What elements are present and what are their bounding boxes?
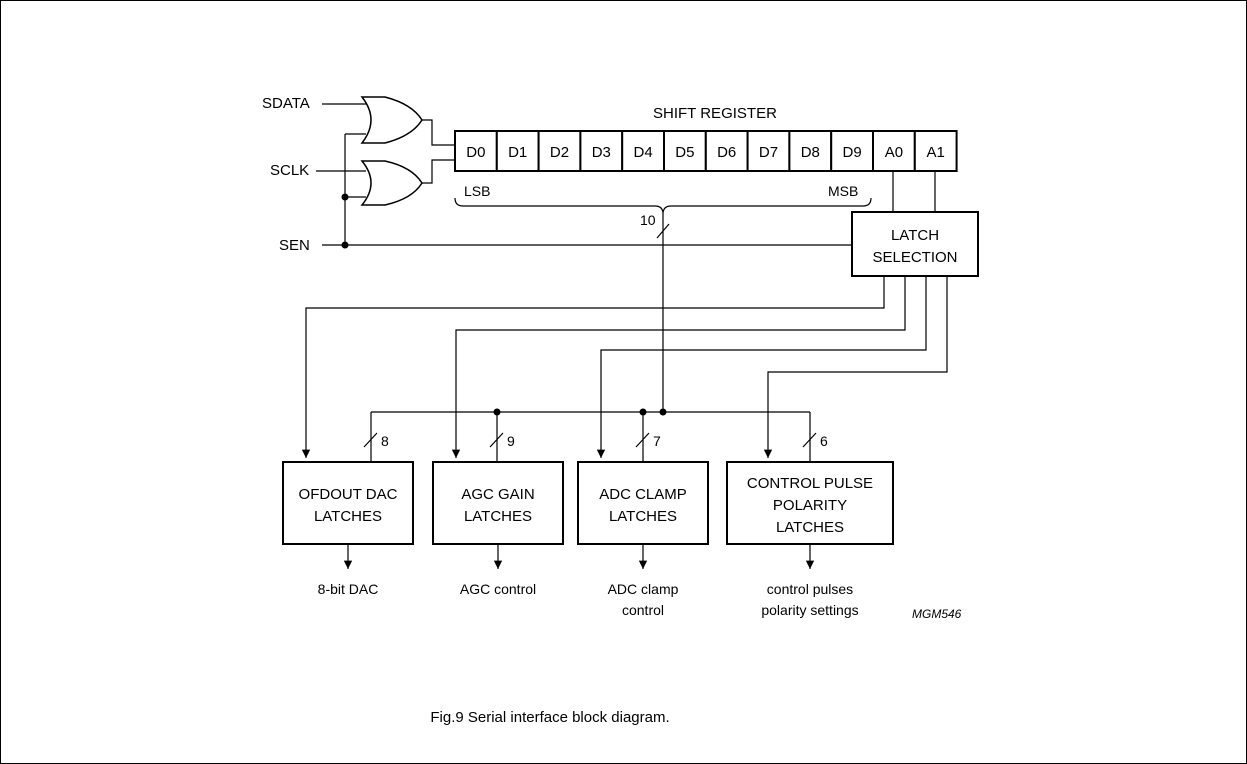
msb-label: MSB — [828, 183, 858, 199]
select-lines — [301, 276, 948, 458]
control-pulse-latches-line2: POLARITY — [773, 497, 847, 514]
latch-selection-label-line1: LATCH — [891, 227, 939, 244]
sclk-label: SCLK — [270, 162, 309, 179]
shift-register-cell-label: D0 — [466, 144, 485, 161]
shift-register-cell — [913, 130, 958, 172]
sdata-label: SDATA — [262, 95, 310, 112]
junction-dot — [659, 408, 667, 416]
shift-register-cell — [830, 130, 875, 172]
shift-register-title: SHIFT REGISTER — [653, 105, 777, 122]
adc-clamp-latches-line2: LATCHES — [609, 508, 677, 525]
adc-output-label-line2: control — [622, 602, 664, 618]
or-gate-lower — [360, 160, 423, 206]
agc-bus-width: 9 — [507, 433, 515, 449]
shift-register-cell — [454, 130, 498, 172]
latch-selection-block — [851, 211, 979, 277]
ofdout-dac-latches-line2: LATCHES — [314, 508, 382, 525]
shift-register-cell-label: D5 — [675, 144, 694, 161]
shift-register-cell — [579, 130, 624, 172]
shift-register-cell-label: D2 — [550, 144, 569, 161]
input-wires — [316, 103, 852, 246]
sen-label: SEN — [279, 237, 310, 254]
shift-register-cell-label: D9 — [843, 144, 862, 161]
agc-gain-latches-line1: AGC GAIN — [461, 486, 534, 503]
figure-caption: Fig.9 Serial interface block diagram. — [430, 709, 669, 726]
shift-register-cell — [872, 130, 916, 172]
shift-register-cell-label: D7 — [759, 144, 778, 161]
lsb-label: LSB — [464, 183, 490, 199]
junction-dot — [341, 193, 349, 201]
junction-dot — [341, 241, 349, 249]
shift-register-cell-label: D4 — [634, 144, 653, 161]
agc-gain-latches-block — [432, 461, 564, 545]
adc-output-label-line1: ADC clamp — [608, 581, 679, 597]
shift-register-cell — [746, 130, 791, 172]
shift-register: D0 D1 D2 D3 D4 D5 D6 D7 D8 D9 A0 A1 — [454, 130, 958, 172]
shift-register-cell — [663, 130, 707, 172]
control-output-label-line1: control pulses — [767, 581, 853, 597]
control-output-label-line2: polarity settings — [761, 602, 858, 618]
control-bus-width: 6 — [820, 433, 828, 449]
shift-register-cell-label: A1 — [927, 144, 945, 161]
ofdout-dac-latches-block — [282, 461, 414, 545]
shift-register-cell-label: D3 — [592, 144, 611, 161]
junction-dot — [493, 408, 501, 416]
drawing-code: MGM546 — [912, 607, 962, 621]
shift-register-cell — [788, 130, 833, 172]
shift-register-cell-label: D6 — [717, 144, 736, 161]
junction-dot — [639, 408, 647, 416]
control-pulse-latches-line1: CONTROL PULSE — [747, 475, 873, 492]
address-wires — [892, 171, 936, 212]
agc-gain-latches-line2: LATCHES — [464, 508, 532, 525]
ofdout-output-label: 8-bit DAC — [318, 581, 379, 597]
ofdout-dac-latches-line1: OFDOUT DAC — [299, 486, 398, 503]
gate-output-wires — [422, 119, 455, 184]
bus-width-slash — [656, 223, 670, 239]
adc-bus-width: 7 — [653, 433, 661, 449]
ofdout-bus-width: 8 — [381, 433, 389, 449]
adc-clamp-latches-line1: ADC CLAMP — [599, 486, 687, 503]
bus-width-label: 10 — [640, 212, 656, 228]
latch-selection-label-line2: SELECTION — [872, 249, 957, 266]
control-pulse-polarity-latches-block — [726, 461, 894, 545]
shift-register-cell — [621, 130, 666, 172]
agc-output-label: AGC control — [460, 581, 536, 597]
output-arrows — [343, 544, 815, 569]
or-gate-upper — [360, 96, 423, 144]
shift-register-cell-label: A0 — [885, 144, 903, 161]
adc-clamp-latches-block — [577, 461, 709, 545]
common-data-bus — [370, 411, 811, 462]
shift-register-cell-label: D8 — [801, 144, 820, 161]
bus-width-slashes — [363, 432, 817, 448]
shift-register-cell-label: D1 — [508, 144, 527, 161]
control-pulse-latches-line3: LATCHES — [776, 519, 844, 536]
data-bits-brace — [454, 197, 872, 215]
